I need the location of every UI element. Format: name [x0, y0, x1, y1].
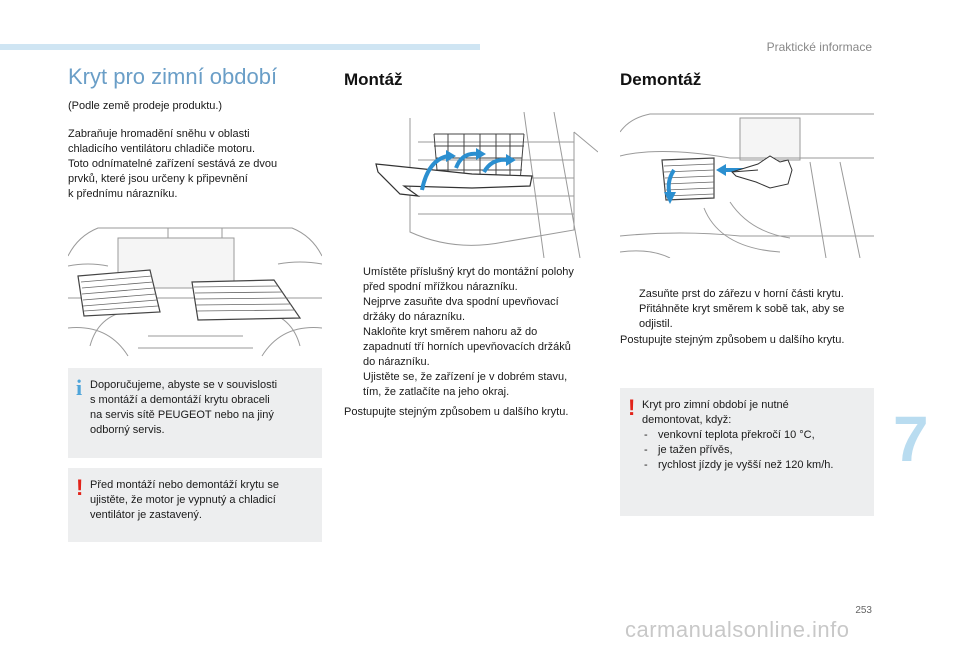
info-line: na servis sítě PEUGEOT nebo na jiný: [90, 409, 274, 421]
intro-line: prvků, které jsou určeny k připevnění: [68, 173, 248, 185]
step-line: Přitáhněte kryt směrem k sobě tak, aby s…: [639, 303, 845, 315]
list-item: Nejprve zasuňte dva spodní upevňovací dr…: [344, 295, 606, 325]
dash-marker: -: [644, 444, 648, 456]
warning-line: Před montáží nebo demontáží krytu se: [90, 479, 279, 491]
warning-line: ujistěte, že motor je vypnutý a chladicí: [90, 494, 276, 506]
warning-icon: !: [628, 395, 636, 420]
watermark: carmanualsonline.info: [625, 617, 850, 642]
step-line: tím, že zatlačíte na jeho okraj.: [363, 386, 510, 398]
list-item: -venkovní teplota překročí 10 °C,: [642, 428, 864, 443]
step-line: Zasuňte prst do zářezu v horní části kry…: [639, 288, 844, 300]
step-line: zapadnutí tří horních upevňovacích držák…: [363, 341, 571, 353]
removal-illustration: [620, 112, 874, 258]
header-accent-bar: [0, 44, 480, 50]
removal-warning-box: ! Kryt pro zimní období je nutné demonto…: [620, 388, 874, 516]
removal-footer: Postupujte stejným způsobem u dalšího kr…: [620, 334, 845, 346]
step-line: do nárazníku.: [363, 356, 430, 368]
warning-line: Kryt pro zimní období je nutné: [642, 399, 789, 411]
page-number: 253: [855, 605, 872, 616]
installation-footer: Postupujte stejným způsobem u dalšího kr…: [344, 406, 569, 418]
step-line: držáky do nárazníku.: [363, 311, 466, 323]
info-box-text: Doporučujeme, abyste se v souvislosti s …: [90, 378, 312, 438]
bumper-covers-illustration: [68, 216, 322, 358]
list-item: Umístěte příslušný kryt do montážní polo…: [344, 265, 606, 295]
warning-box: ! Před montáží nebo demontáží krytu se u…: [68, 468, 322, 542]
section-heading-demontaz: Demontáž: [620, 70, 702, 89]
section-title: Praktické informace: [766, 40, 872, 54]
intro-line: chladicího ventilátoru chladiče motoru.: [68, 143, 256, 155]
info-icon: i: [76, 375, 83, 400]
step-line: Ujistěte se, že zařízení je v dobrém sta…: [363, 371, 568, 383]
step-line: Nejprve zasuňte dva spodní upevňovací: [363, 296, 559, 308]
intro-line: Toto odnímatelné zařízení sestává ze dvo…: [68, 158, 278, 170]
dash-marker: -: [644, 429, 648, 441]
list-item: -je tažen přívěs,: [642, 443, 864, 458]
condition-text: rychlost jízdy je vyšší než 120 km/h.: [658, 459, 834, 471]
list-item: Ujistěte se, že zařízení je v dobrém sta…: [344, 370, 606, 400]
step-line: Umístěte příslušný kryt do montážní polo…: [363, 266, 574, 278]
chapter-number: 7: [893, 403, 929, 475]
warning-line: demontovat, když:: [642, 414, 732, 426]
availability-note: (Podle země prodeje produktu.): [68, 100, 223, 112]
warning-box-text: Před montáží nebo demontáží krytu se uji…: [90, 478, 312, 523]
intro-line: Zabraňuje hromadění sněhu v oblasti: [68, 128, 250, 140]
removal-steps: Zasuňte prst do zářezu v horní části kry…: [620, 287, 882, 332]
intro-paragraph: Zabraňuje hromadění sněhu v oblasti chla…: [68, 127, 308, 202]
installation-illustration: [344, 112, 598, 258]
intro-line: k přednímu nárazníku.: [68, 188, 178, 200]
warning-line: ventilátor je zastavený.: [90, 509, 202, 521]
section-heading-montaz: Montáž: [344, 70, 403, 89]
info-line: s montáží a demontáží krytu obraceli: [90, 394, 270, 406]
step-line: Nakloňte kryt směrem nahoru až do: [363, 326, 538, 338]
info-line: Doporučujeme, abyste se v souvislosti: [90, 379, 278, 391]
info-line: odborný servis.: [90, 424, 165, 436]
removal-warning-text: Kryt pro zimní období je nutné demontova…: [642, 398, 864, 473]
warning-icon: !: [76, 475, 84, 500]
step-line: před spodní mřížkou nárazníku.: [363, 281, 518, 293]
condition-text: venkovní teplota překročí 10 °C,: [658, 429, 815, 441]
info-box: i Doporučujeme, abyste se v souvislosti …: [68, 368, 322, 458]
list-item: Zasuňte prst do zářezu v horní části kry…: [620, 287, 882, 302]
step-line: odjistil.: [639, 318, 673, 330]
installation-steps: Umístěte příslušný kryt do montážní polo…: [344, 265, 606, 400]
list-item: Nakloňte kryt směrem nahoru až do zapadn…: [344, 325, 606, 370]
list-item: -rychlost jízdy je vyšší než 120 km/h.: [642, 458, 864, 473]
page-title: Kryt pro zimní období: [68, 64, 278, 89]
dash-marker: -: [644, 459, 648, 471]
list-item: Přitáhněte kryt směrem k sobě tak, aby s…: [620, 302, 882, 332]
conditions-list: -venkovní teplota překročí 10 °C, -je ta…: [642, 428, 864, 473]
condition-text: je tažen přívěs,: [658, 444, 733, 456]
